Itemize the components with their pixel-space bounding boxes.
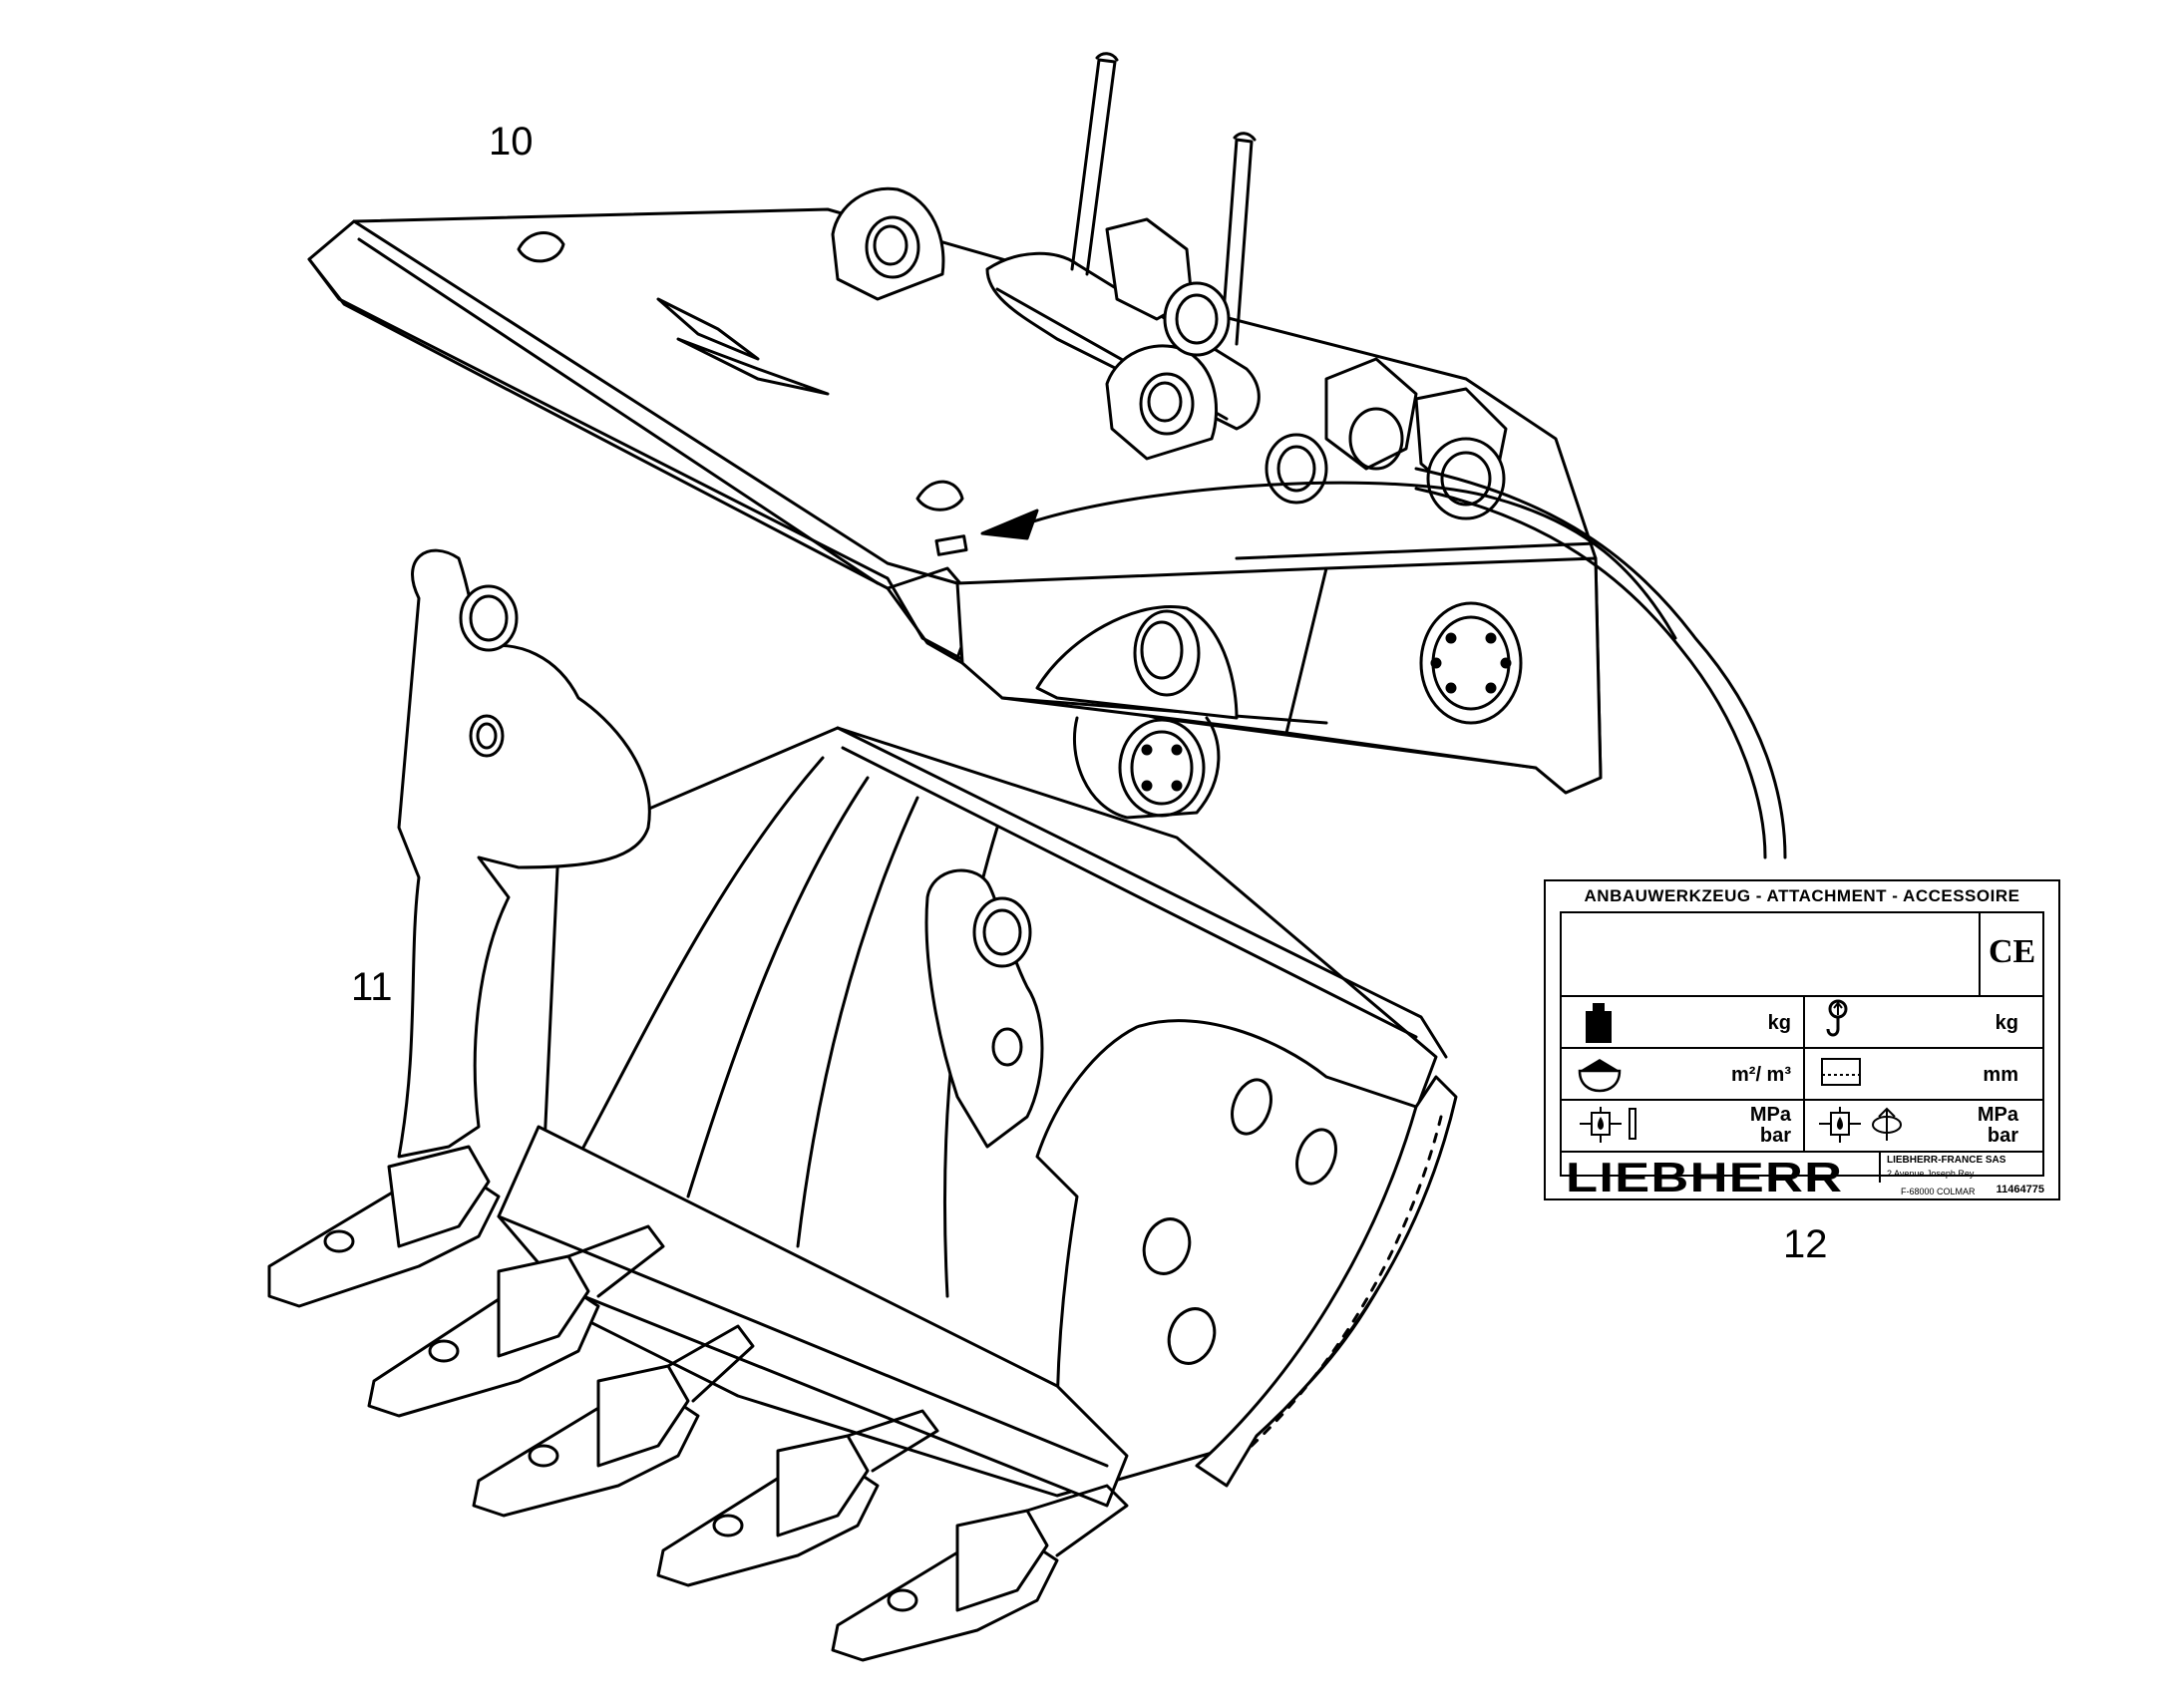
callout-item-10: 10	[489, 120, 534, 164]
pressure2-unit-mpa: MPa	[1977, 1104, 2018, 1126]
cutting-width-icon	[1821, 1058, 1861, 1086]
bucket-tooth-2	[367, 1224, 665, 1418]
bucket-teeth	[267, 1145, 1129, 1662]
liebherr-logo: LIEBHERR	[1566, 1154, 1844, 1200]
coupler-rear-hub	[1426, 437, 1506, 520]
callout-item-12: 12	[1783, 1222, 1828, 1266]
crane-hook-icon	[1826, 999, 1848, 1037]
coupler-direction-arrow	[980, 509, 1039, 540]
type-plate-header: ANBAUWERKZEUG - ATTACHMENT - ACCESSOIRE	[1584, 886, 2020, 905]
coupler-front-bore	[1133, 609, 1201, 697]
company-address-line-1: 2 Avenue Joseph Rey	[1887, 1169, 1975, 1179]
quick-coupler-assembly	[307, 52, 1677, 820]
type-plate-grid: CE kg kg m²/ m³ mm	[1560, 911, 2044, 1198]
digging-bucket-assembly	[267, 548, 1458, 1662]
pressure-unit-bar: bar	[1759, 1125, 1791, 1147]
bucket-right-linkage-ear	[924, 868, 1044, 1149]
hydraulic-rotation-icon	[1819, 1107, 1902, 1143]
company-name: LIEBHERR-FRANCE SAS	[1887, 1155, 2006, 1166]
bucket-capacity-icon	[1578, 1059, 1622, 1093]
pressure-unit-mpa: MPa	[1749, 1104, 1791, 1126]
weight-unit: kg	[1767, 1012, 1791, 1034]
callout-item-11: 11	[351, 965, 393, 1009]
ce-mark: CE	[1989, 933, 2036, 970]
bucket-side-cutter	[1195, 1075, 1458, 1488]
capacity-unit: m²/ m³	[1731, 1064, 1791, 1086]
coupler-side-hub	[1419, 601, 1523, 725]
lift-capacity-unit: kg	[1995, 1012, 2018, 1034]
width-unit: mm	[1983, 1064, 2018, 1086]
company-address-line-2: F-68000 COLMAR	[1901, 1187, 1976, 1196]
pressure2-unit-bar: bar	[1987, 1125, 2018, 1147]
plate-reference-cable	[1414, 467, 1787, 859]
hydraulic-hose-pipes	[1070, 52, 1257, 346]
coupler-valve-block-2	[1324, 357, 1418, 471]
bucket-tooth-1	[267, 1145, 501, 1308]
part-number: 11464775	[1996, 1184, 2044, 1196]
weight-icon	[1586, 1003, 1612, 1043]
coupler-upper-lug-1	[831, 186, 945, 301]
hydraulic-pressure-icon	[1580, 1107, 1636, 1143]
bucket-tooth-4	[656, 1409, 939, 1587]
type-plate: ANBAUWERKZEUG - ATTACHMENT - ACCESSOIRE …	[1544, 879, 2060, 1200]
bucket-tooth-3	[472, 1324, 755, 1518]
bucket-tooth-5	[831, 1484, 1129, 1662]
